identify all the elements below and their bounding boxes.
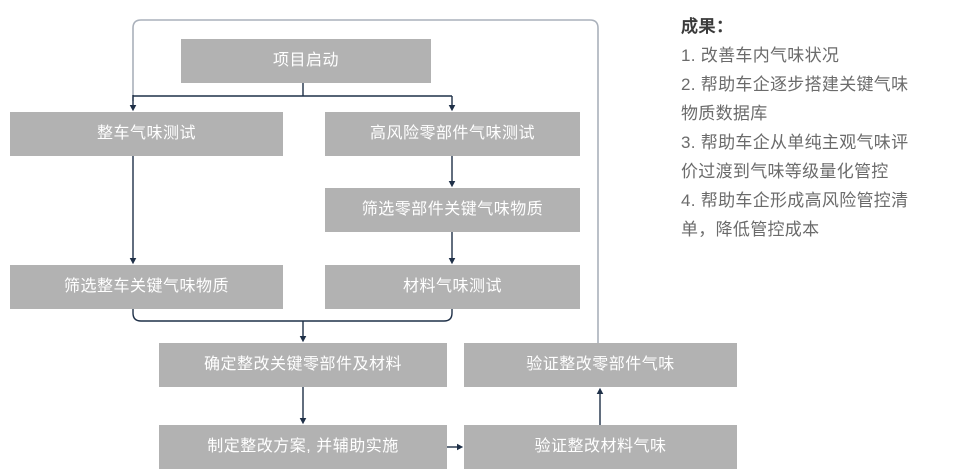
node-label: 筛选整车关键气味物质 (63, 278, 229, 295)
edge-merge-rail (132, 309, 453, 322)
node-label: 筛选零部件关键气味物质 (361, 201, 544, 218)
results-line: 单，降低管控成本 (681, 220, 820, 239)
node-label: 材料气味测试 (402, 278, 502, 295)
results-line: 4. 帮助车企形成高风险管控清 (681, 191, 909, 210)
node-label: 验证整改零部件气味 (526, 356, 675, 373)
node-material-odor-test[interactable]: 材料气味测试 (325, 265, 580, 309)
node-screen-vehicle-key-odor-substance[interactable]: 筛选整车关键气味物质 (10, 265, 283, 309)
node-label: 项目启动 (272, 52, 339, 69)
results-line: 1. 改善车内气味状况 (681, 46, 840, 65)
node-verify-rectified-material-odor[interactable]: 验证整改材料气味 (464, 425, 737, 469)
node-vehicle-odor-test[interactable]: 整车气味测试 (10, 112, 283, 156)
node-project-start[interactable]: 项目启动 (181, 39, 431, 83)
node-determine-key-parts-materials[interactable]: 确定整改关键零部件及材料 (159, 343, 447, 387)
node-label: 确定整改关键零部件及材料 (203, 356, 402, 373)
node-make-rectification-plan[interactable]: 制定整改方案, 并辅助实施 (159, 425, 447, 469)
results-line: 物质数据库 (681, 104, 768, 123)
node-label: 验证整改材料气味 (534, 438, 667, 455)
results-line: 2. 帮助车企逐步搭建关键气味 (681, 75, 909, 94)
results-line: 3. 帮助车企从单纯主观气味评 (681, 133, 909, 152)
results-panel: 成果： 1. 改善车内气味状况 2. 帮助车企逐步搭建关键气味 物质数据库 3.… (681, 12, 947, 244)
node-high-risk-part-odor-test[interactable]: 高风险零部件气味测试 (325, 112, 580, 156)
node-label: 整车气味测试 (96, 125, 196, 142)
node-verify-rectified-part-odor[interactable]: 验证整改零部件气味 (464, 343, 737, 387)
node-label: 制定整改方案, 并辅助实施 (207, 438, 399, 455)
results-line: 价过渡到气味等级量化管控 (681, 162, 889, 181)
node-screen-part-key-odor-substance[interactable]: 筛选零部件关键气味物质 (325, 188, 580, 232)
results-title: 成果： (681, 17, 734, 36)
node-label: 高风险零部件气味测试 (369, 125, 535, 142)
